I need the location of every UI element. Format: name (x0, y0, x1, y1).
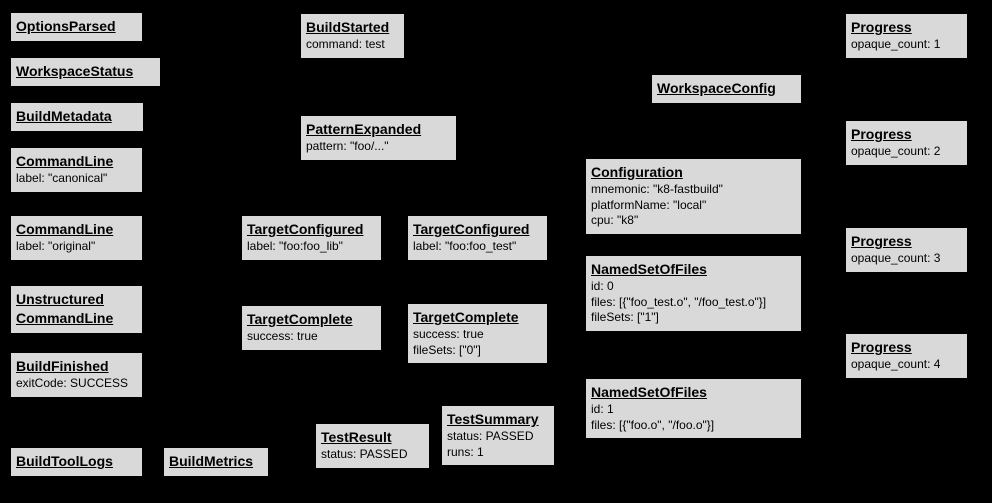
node-attribute: id: 1 (591, 402, 614, 416)
node-attribute: mnemonic: "k8-fastbuild" (591, 182, 723, 196)
node-configuration: Configuration mnemonic: "k8-fastbuild" p… (585, 158, 802, 235)
node-title: WorkspaceConfig (657, 80, 776, 96)
node-attribute: success: true (413, 327, 484, 341)
node-title: TestSummary (447, 411, 539, 427)
node-attribute: platformName: "local" (591, 197, 707, 212)
node-title: TargetComplete (247, 311, 353, 327)
node-attribute: opaque_count: 3 (851, 251, 941, 265)
node-title: TargetConfigured (413, 221, 530, 237)
node-title: BuildFinished (16, 358, 109, 374)
node-title: BuildMetadata (16, 108, 112, 124)
node-progress-3: Progress opaque_count: 3 (845, 227, 968, 273)
node-attribute: id: 0 (591, 279, 614, 293)
node-title: BuildMetrics (169, 453, 254, 469)
node-attribute: label: "original" (16, 239, 96, 253)
node-attribute: pattern: "foo/..." (306, 139, 389, 153)
node-attribute: fileSets: ["0"] (413, 342, 481, 357)
node-progress-2: Progress opaque_count: 2 (845, 120, 968, 166)
node-title: BuildStarted (306, 19, 390, 35)
node-targetcomplete-foo-lib: TargetComplete success: true (241, 305, 382, 351)
node-title: NamedSetOfFiles (591, 384, 707, 400)
node-attribute: label: "foo:foo_test" (413, 239, 517, 253)
node-unstructuredcommandline: Unstructured CommandLine (10, 285, 143, 334)
node-commandline-original: CommandLine label: "original" (10, 215, 143, 261)
node-title: Configuration (591, 164, 683, 180)
node-attribute: runs: 1 (447, 444, 484, 459)
node-title: WorkspaceStatus (16, 63, 134, 79)
node-buildtoollogs: BuildToolLogs (10, 447, 143, 477)
node-testsummary: TestSummary status: PASSED runs: 1 (441, 405, 555, 466)
node-attribute: label: "canonical" (16, 171, 108, 185)
node-targetconfigured-foo-lib: TargetConfigured label: "foo:foo_lib" (241, 215, 382, 261)
node-progress-4: Progress opaque_count: 4 (845, 333, 968, 379)
node-title: NamedSetOfFiles (591, 261, 707, 277)
node-testresult: TestResult status: PASSED (315, 423, 430, 469)
node-attribute: opaque_count: 2 (851, 144, 941, 158)
node-title: Unstructured CommandLine (16, 291, 114, 326)
node-optionsparsed: OptionsParsed (10, 12, 143, 42)
node-namedsetoffiles-0: NamedSetOfFiles id: 0 files: [{"foo_test… (585, 255, 802, 332)
node-title: CommandLine (16, 153, 114, 169)
node-targetconfigured-foo-test: TargetConfigured label: "foo:foo_test" (407, 215, 548, 261)
node-title: PatternExpanded (306, 121, 422, 137)
node-attribute: exitCode: SUCCESS (16, 376, 129, 390)
node-title: CommandLine (16, 221, 114, 237)
node-title: OptionsParsed (16, 18, 116, 34)
node-targetcomplete-foo-test: TargetComplete success: true fileSets: [… (407, 303, 548, 364)
node-buildstarted: BuildStarted command: test (300, 13, 405, 59)
node-attribute: opaque_count: 4 (851, 357, 941, 371)
node-attribute: success: true (247, 329, 318, 343)
node-title: TargetConfigured (247, 221, 364, 237)
node-title: Progress (851, 233, 912, 249)
node-namedsetoffiles-1: NamedSetOfFiles id: 1 files: [{"foo.o", … (585, 378, 802, 439)
node-attribute: opaque_count: 1 (851, 37, 941, 51)
node-title: TestResult (321, 429, 392, 445)
node-attribute: status: PASSED (447, 429, 534, 443)
node-buildmetadata: BuildMetadata (10, 102, 144, 132)
node-progress-1: Progress opaque_count: 1 (845, 13, 968, 59)
node-buildmetrics: BuildMetrics (163, 447, 269, 477)
node-attribute: label: "foo:foo_lib" (247, 239, 343, 253)
node-attribute: status: PASSED (321, 447, 408, 461)
node-attribute: files: [{"foo_test.o", "/foo_test.o"}] (591, 294, 767, 309)
node-title: BuildToolLogs (16, 453, 113, 469)
node-attribute: cpu: "k8" (591, 213, 639, 227)
node-workspaceconfig: WorkspaceConfig (651, 74, 802, 104)
node-attribute: command: test (306, 37, 385, 51)
node-buildfinished: BuildFinished exitCode: SUCCESS (10, 352, 143, 398)
node-title: TargetComplete (413, 309, 519, 325)
node-commandline-canonical: CommandLine label: "canonical" (10, 147, 143, 193)
node-title: Progress (851, 126, 912, 142)
node-title: Progress (851, 19, 912, 35)
node-attribute: files: [{"foo.o", "/foo.o"}] (591, 417, 715, 432)
node-title: Progress (851, 339, 912, 355)
node-attribute: fileSets: ["1"] (591, 310, 659, 324)
node-workspacestatus: WorkspaceStatus (10, 57, 161, 87)
node-patternexpanded: PatternExpanded pattern: "foo/..." (300, 115, 457, 161)
